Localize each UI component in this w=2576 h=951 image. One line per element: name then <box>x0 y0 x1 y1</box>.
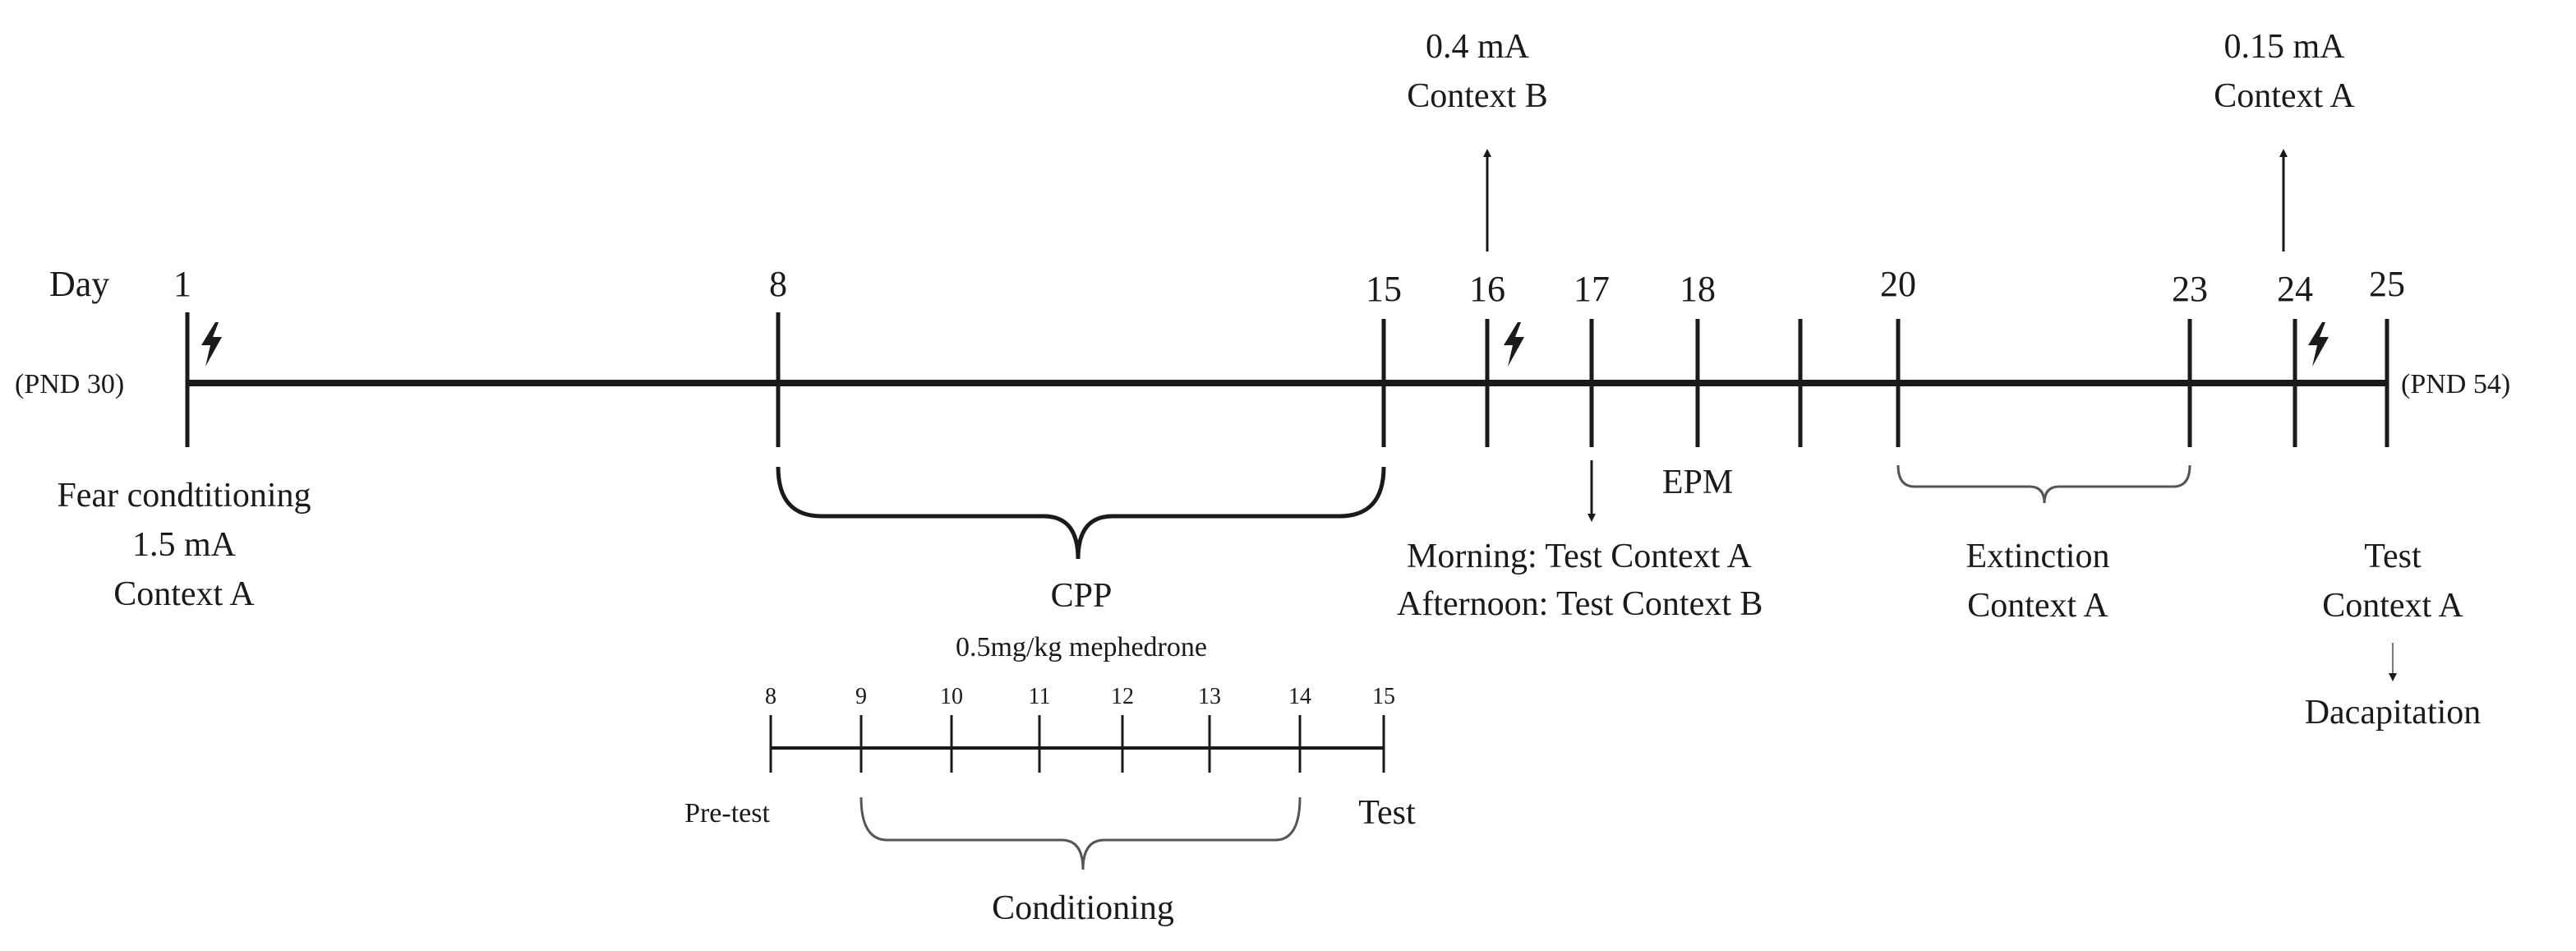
cpp-brace <box>776 466 1386 560</box>
pnd-end-note: (PND 54) <box>2401 369 2510 399</box>
day-8: 8 <box>769 264 787 304</box>
day-17: 17 <box>1574 269 1610 309</box>
conditioning-label: Conditioning <box>992 889 1174 927</box>
day-18: 18 <box>1680 269 1716 309</box>
epm-label: EPM <box>1662 464 1733 501</box>
day-label: Day <box>49 264 109 304</box>
lightning-icon <box>1504 322 1524 367</box>
cpp-day-15: 15 <box>1372 684 1395 709</box>
cpp-day-13: 13 <box>1198 684 1221 709</box>
day-1: 1 <box>173 264 191 304</box>
cpp-sub-timeline-ticks <box>769 715 1385 773</box>
conditioning-bracket <box>859 796 1302 870</box>
final-test-line-2: Context A <box>2322 587 2463 625</box>
cpp-day-14: 14 <box>1288 684 1311 709</box>
day24-shock-line-1: 0.15 mA <box>2224 28 2346 66</box>
cpp-day-10: 10 <box>940 684 963 709</box>
extinction-line-1: Extinction <box>1966 538 2110 575</box>
decapitation-label: Dacapitation <box>2305 694 2482 732</box>
day-25: 25 <box>2369 264 2405 304</box>
cpp-label: CPP <box>1051 577 1113 615</box>
day16-shock-line-2: Context B <box>1407 77 1548 115</box>
day-20: 20 <box>1880 264 1916 304</box>
cpp-day-11: 11 <box>1029 684 1051 709</box>
pnd-start-note: (PND 30) <box>15 369 124 399</box>
cpp-test-label: Test <box>1358 794 1416 832</box>
cpp-day-8: 8 <box>765 684 776 709</box>
lightning-icon <box>2308 322 2329 367</box>
cpp-dose-label: 0.5mg/kg mephedrone <box>956 632 1207 662</box>
day-15: 15 <box>1366 269 1402 309</box>
day24-shock-line-2: Context A <box>2214 77 2355 115</box>
fear-conditioning-line-3: Context A <box>113 575 255 613</box>
fear-conditioning-line-2: 1.5 mA <box>132 526 237 564</box>
day-24: 24 <box>2277 269 2313 309</box>
pre-test-label: Pre-test <box>684 798 770 829</box>
cpp-day-9: 9 <box>855 684 867 709</box>
day16-shock-line-1: 0.4 mA <box>1426 28 1530 66</box>
extinction-line-2: Context A <box>1967 587 2108 625</box>
main-timeline-ticks <box>185 312 2389 447</box>
cpp-day-12: 12 <box>1111 684 1134 709</box>
day-23: 23 <box>2172 269 2208 309</box>
morning-test-label: Morning: Test Context A <box>1407 538 1752 575</box>
extinction-bracket <box>1896 464 2191 504</box>
lightning-icon <box>201 322 222 367</box>
final-test-line-1: Test <box>2364 538 2422 575</box>
afternoon-test-label: Afternoon: Test Context B <box>1397 585 1763 623</box>
day-16: 16 <box>1469 269 1505 309</box>
fear-conditioning-line-1: Fear condtitioning <box>57 477 311 515</box>
